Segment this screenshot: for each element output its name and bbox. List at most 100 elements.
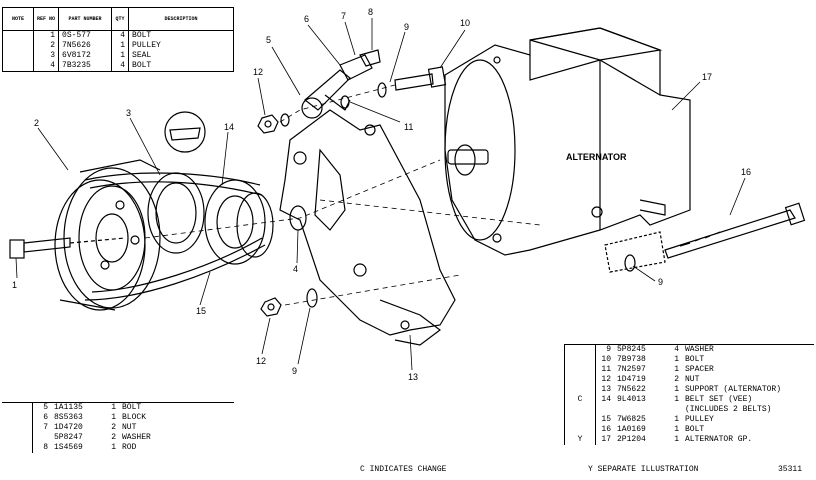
callout-15: 15 [196, 306, 206, 316]
callout-16: 16 [741, 167, 751, 177]
qty-cell [666, 405, 682, 415]
description-cell: BOLT [128, 30, 234, 41]
part-number-cell: 5P8245 [617, 345, 646, 354]
part-number-cell: 2P1204 [617, 435, 646, 444]
separate-illustration-note: Y SEPARATE ILLUSTRATION [588, 465, 699, 474]
note-cell [2, 413, 33, 423]
ref-no-cell: 9 [595, 344, 614, 355]
note-cell [565, 375, 596, 385]
adjusting-rod-assembly [301, 49, 381, 119]
note-cell [2, 30, 34, 41]
qty-cell: 2 [674, 375, 679, 384]
description-cell: SUPPORT (ALTERNATOR) [685, 385, 782, 394]
ref-no-cell: 12 [595, 375, 614, 385]
callout-12-top: 12 [253, 67, 263, 77]
description-cell: BOLT [685, 355, 705, 364]
description-cell: BLOCK [122, 413, 147, 422]
note-cell [2, 423, 33, 433]
callout-6: 6 [304, 14, 309, 24]
description-cell: (INCLUDES 2 BELTS) [685, 405, 772, 414]
part-number-cell: 1S4569 [54, 443, 83, 452]
parts-table-top: NOTE REF NO PART NUMBER QTY DESCRIPTION … [2, 7, 234, 72]
washer-9-right [624, 254, 636, 272]
callout-4: 4 [293, 264, 298, 274]
ref-no-cell: 10 [595, 355, 614, 365]
part-number-cell: 1D4719 [617, 375, 646, 384]
callout-9-right: 9 [658, 277, 663, 287]
callout-9-bottom: 9 [292, 366, 297, 376]
bolt-10 [394, 66, 447, 91]
qty-cell: 1 [111, 51, 130, 61]
qty-cell: 1 [674, 435, 679, 444]
ref-no-cell: 16 [595, 425, 614, 435]
ref-no-cell: 13 [595, 385, 614, 395]
note-cell: Y [577, 435, 583, 444]
header-note: NOTE [2, 7, 34, 31]
qty-cell: 1 [111, 443, 116, 452]
pulley-2 [54, 159, 161, 311]
note-cell [2, 443, 33, 453]
part-number-cell: 6V8172 [58, 51, 113, 61]
qty-cell: 1 [111, 413, 116, 422]
callout-2: 2 [34, 118, 39, 128]
description-cell: NUT [122, 423, 137, 432]
part-number-cell: 8S5363 [54, 413, 83, 422]
seal-3 [147, 172, 205, 254]
ref-no-cell: 1 [32, 30, 60, 41]
qty-cell: 1 [674, 385, 679, 394]
qty-cell: 1 [674, 425, 679, 434]
description-cell: WASHER [122, 433, 151, 442]
description-cell: BOLT [122, 403, 142, 412]
belt-set [84, 172, 266, 301]
callout-13: 13 [408, 372, 418, 382]
washer-9-top [377, 82, 387, 98]
ref-no-cell: 14 [595, 395, 614, 405]
description-cell: BELT SET (VEE) [685, 395, 753, 404]
description-cell: SEAL [128, 51, 234, 61]
part-number-cell: 7N5622 [617, 385, 646, 394]
note-cell [565, 365, 596, 375]
callout-11: 11 [404, 122, 413, 132]
note-cell [565, 415, 596, 425]
description-cell: ROD [122, 443, 137, 452]
callout-8: 8 [368, 7, 373, 17]
alternator-label: ALTERNATOR [566, 152, 627, 162]
callout-14: 14 [224, 122, 234, 132]
callout-5: 5 [266, 35, 271, 45]
note-cell [565, 405, 596, 415]
qty-cell: 1 [111, 41, 130, 51]
change-note: C INDICATES CHANGE [360, 465, 447, 474]
part-number-cell [614, 405, 666, 415]
washer-9-bottom [306, 288, 318, 308]
description-cell: BOLT [128, 61, 234, 72]
qty-cell: 4 [111, 61, 130, 72]
callout-numbers: 1 2 3 4 5 6 7 8 9 10 11 12 13 14 15 16 1… [12, 7, 751, 382]
part-number-cell: 1D4720 [54, 423, 83, 432]
qty-cell: 2 [111, 423, 116, 432]
header-ref-no: REF NO [32, 7, 60, 31]
header-description: DESCRIPTION [128, 7, 234, 31]
callout-9-top: 9 [404, 22, 409, 32]
qty-cell: 1 [674, 415, 679, 424]
ref-no-cell: 11 [595, 365, 614, 375]
part-number-cell: 1A1135 [54, 403, 83, 412]
